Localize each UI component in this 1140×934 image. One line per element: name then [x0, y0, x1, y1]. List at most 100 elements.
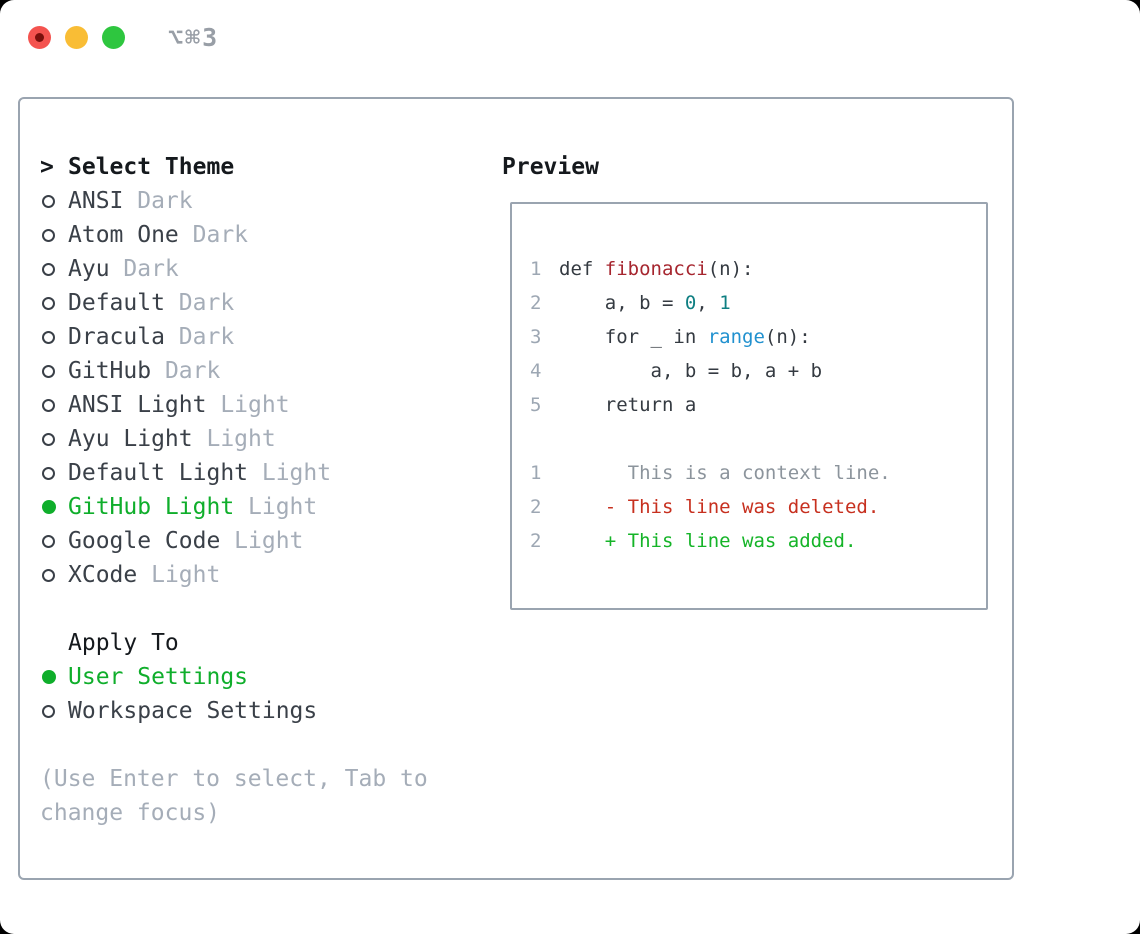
minimize-button[interactable] — [65, 26, 88, 49]
theme-option-google-code[interactable]: Google Code Light — [40, 524, 331, 558]
token: 1 — [719, 292, 731, 314]
theme-option-xcode[interactable]: XCode Light — [40, 558, 331, 592]
token: (n): — [764, 326, 811, 348]
line-number: 2 — [530, 496, 542, 518]
theme-name: ANSI — [68, 188, 124, 214]
radio-icon — [42, 704, 55, 718]
token: - This line was deleted. — [559, 496, 880, 518]
theme-variant: Light — [206, 426, 276, 452]
theme-name: GitHub — [68, 358, 152, 384]
radio-slot — [40, 704, 68, 718]
radio-icon — [42, 568, 55, 582]
line-number: 2 — [530, 292, 542, 314]
unsaved-dot-icon — [35, 33, 44, 42]
radio-slot — [40, 262, 68, 276]
radio-slot — [40, 670, 68, 684]
line-content: - This line was deleted. — [559, 496, 880, 518]
radio-slot — [40, 330, 68, 344]
help-hint: (Use Enter to select, Tab to change focu… — [40, 766, 428, 826]
line-content: a, b = 0, 1 — [559, 292, 731, 314]
theme-option-ansi[interactable]: ANSI Dark — [40, 184, 331, 218]
theme-name: GitHub Light — [68, 494, 235, 520]
code-line: 5 return a — [530, 388, 986, 422]
code-line: 4 a, b = b, a + b — [530, 354, 986, 388]
code-line: 3 for _ in range(n): — [530, 320, 986, 354]
window-title: ⌥⌘3 — [168, 23, 220, 52]
line-content: return a — [559, 394, 697, 416]
token: def — [559, 258, 605, 280]
zoom-button[interactable] — [102, 26, 125, 49]
theme-name: Default — [68, 290, 165, 316]
theme-option-github[interactable]: GitHub Dark — [40, 354, 331, 388]
preview-title: Preview — [502, 154, 599, 180]
select-theme-header: > Select Theme — [40, 150, 331, 184]
apply-option-workspace-settings[interactable]: Workspace Settings — [40, 694, 331, 728]
close-button[interactable] — [28, 26, 51, 49]
added-line: 2 + This line was added. — [530, 524, 986, 558]
blank-line — [530, 422, 986, 456]
token: 0 — [684, 292, 697, 314]
radio-icon — [42, 364, 55, 378]
radio-icon — [42, 670, 56, 684]
theme-option-default-light[interactable]: Default Light Light — [40, 456, 331, 490]
radio-slot — [40, 364, 68, 378]
token: a, b = b, a + b — [559, 360, 823, 382]
apply-option-label: User Settings — [68, 664, 249, 690]
theme-variant: Light — [261, 460, 332, 486]
context-line: 1 This is a context line. — [530, 456, 986, 490]
theme-variant: Light — [151, 562, 221, 588]
theme-name: Ayu — [68, 256, 110, 282]
theme-name: XCode — [68, 562, 138, 588]
theme-name: Dracula — [68, 324, 165, 350]
prompt-cursor-icon: > — [40, 154, 54, 180]
line-content: This is a context line. — [559, 462, 891, 484]
apply-option-user-settings[interactable]: User Settings — [40, 660, 331, 694]
theme-name: ANSI Light — [68, 392, 207, 418]
radio-icon — [42, 330, 55, 344]
line-number: 4 — [530, 360, 542, 382]
theme-variant: Light — [220, 392, 290, 418]
apply-to-title: Apply To — [68, 630, 179, 656]
radio-slot — [40, 194, 68, 208]
line-number: 1 — [530, 258, 542, 280]
radio-icon — [42, 466, 55, 480]
theme-name: Google Code — [68, 528, 221, 554]
select-theme-title: Select Theme — [68, 154, 235, 180]
radio-slot — [40, 398, 68, 412]
theme-name: Ayu Light — [68, 426, 193, 452]
token: fibonacci — [604, 258, 708, 280]
radio-icon — [42, 500, 56, 514]
token: (n): — [707, 258, 754, 280]
radio-slot — [40, 432, 68, 446]
line-content: for _ in range(n): — [559, 326, 811, 348]
deleted-line: 2 - This line was deleted. — [530, 490, 986, 524]
radio-slot — [40, 534, 68, 548]
theme-variant: Light — [234, 528, 304, 554]
radio-icon — [42, 296, 55, 310]
token: This is a context line. — [559, 462, 891, 484]
theme-variant: Dark — [164, 358, 221, 384]
radio-slot — [40, 500, 68, 514]
theme-option-ayu-light[interactable]: Ayu Light Light — [40, 422, 331, 456]
line-number: 5 — [530, 394, 542, 416]
token: range — [707, 326, 765, 348]
theme-variant: Dark — [137, 188, 193, 214]
radio-icon — [42, 194, 55, 208]
theme-option-ansi-light[interactable]: ANSI Light Light — [40, 388, 331, 422]
theme-name: Atom One — [68, 222, 179, 248]
window-titlebar: ⌥⌘3 — [0, 0, 1140, 75]
radio-icon — [42, 228, 55, 242]
radio-slot — [40, 466, 68, 480]
spacer — [40, 592, 331, 626]
theme-name: Default Light — [68, 460, 249, 486]
